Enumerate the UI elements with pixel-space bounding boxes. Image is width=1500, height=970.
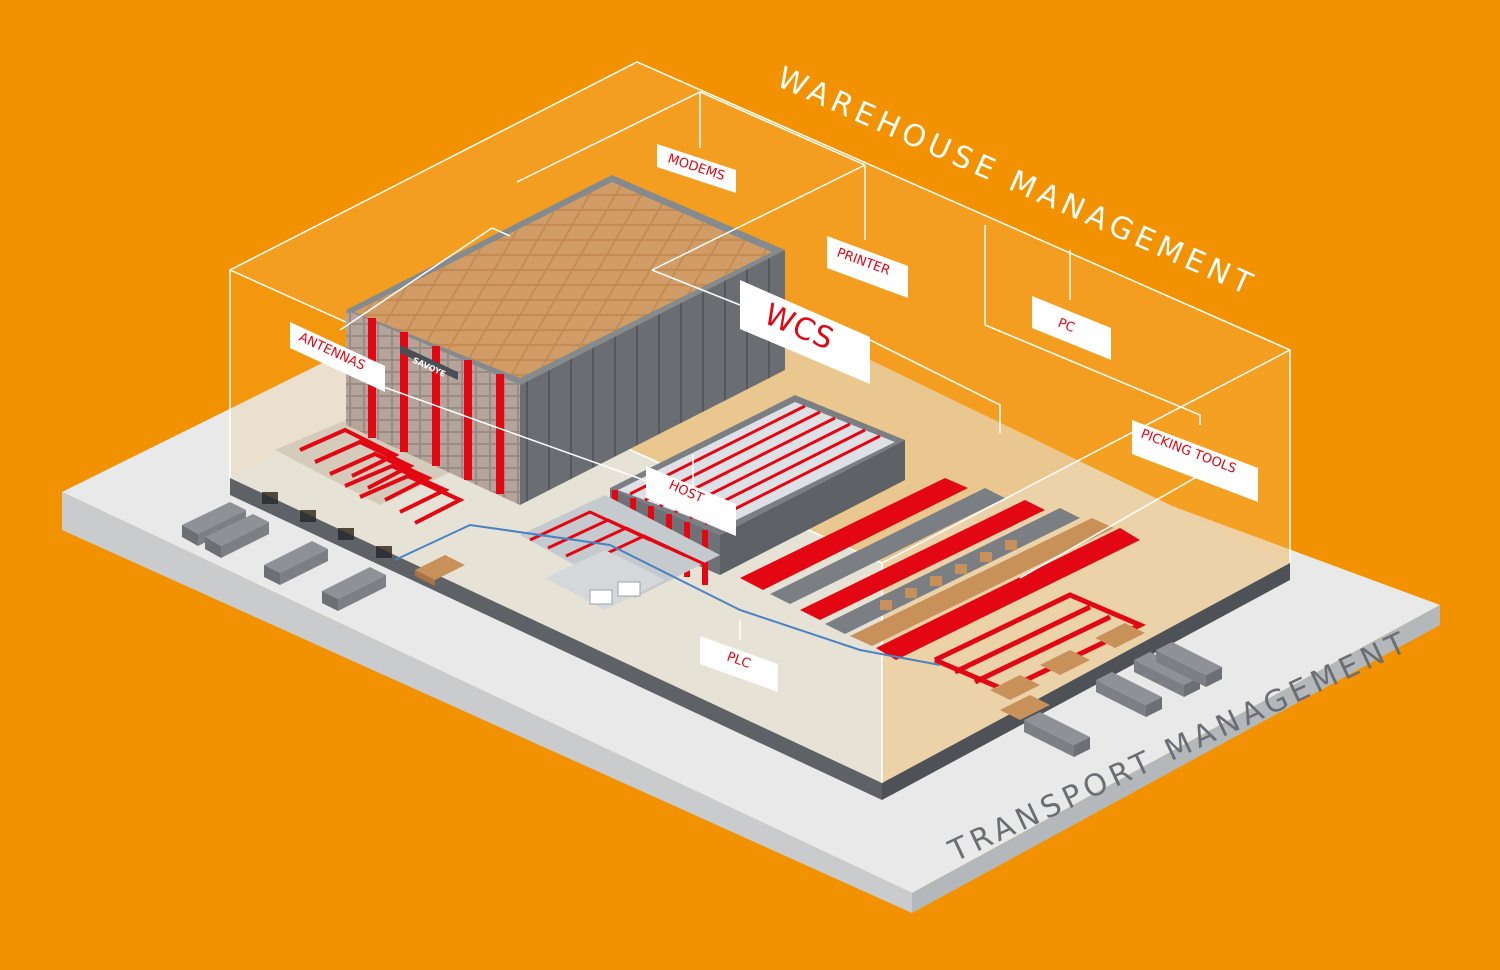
truck-icon [1156, 642, 1222, 687]
truck-icon [322, 567, 386, 611]
truck-icon [264, 541, 328, 585]
pallet-icon [990, 623, 1145, 720]
pallet-icon [415, 555, 465, 586]
tower-column [496, 374, 504, 494]
receiving-conveyors [299, 427, 465, 525]
truck-icon [1096, 672, 1162, 717]
tag-pc-label: PC [1056, 316, 1077, 336]
dock-doors-left [262, 492, 392, 558]
network-pipes [394, 523, 941, 666]
rack-rows [740, 478, 1140, 660]
tower-column [400, 332, 408, 452]
truck-icon [1024, 712, 1090, 757]
tag-pc[interactable]: PC [1032, 296, 1111, 360]
conveyor-loop [933, 592, 1147, 693]
tag-plc[interactable]: PLC [700, 636, 778, 692]
picking-station [520, 495, 720, 610]
tower-column [464, 360, 472, 480]
storage-tower: SAVOYE [346, 175, 785, 505]
truck-icon [205, 514, 269, 558]
